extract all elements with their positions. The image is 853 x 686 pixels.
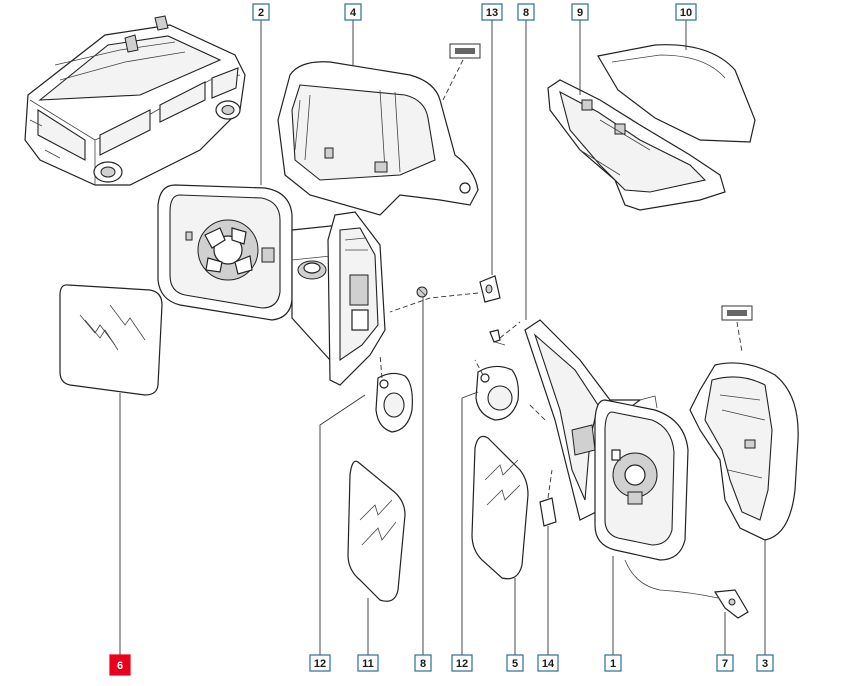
- mirror-head-part-1: [594, 395, 749, 619]
- callout-9[interactable]: 9: [571, 3, 589, 21]
- clip-marker-icon: [449, 43, 481, 59]
- svg-text:8: 8: [420, 658, 426, 670]
- callout-11[interactable]: 11: [357, 654, 379, 672]
- callout-7[interactable]: 7: [716, 654, 734, 672]
- screw-part-8-top: [489, 329, 506, 346]
- van-icon: [24, 15, 246, 186]
- washer-part-14: [539, 497, 557, 527]
- callout-1[interactable]: 1: [604, 654, 622, 672]
- svg-text:2: 2: [258, 7, 264, 19]
- callout-12-right[interactable]: 12: [451, 654, 473, 672]
- callout-8-bottom[interactable]: 8: [414, 654, 432, 672]
- svg-text:4: 4: [350, 7, 357, 19]
- svg-text:3: 3: [762, 658, 768, 670]
- svg-text:12: 12: [456, 658, 468, 670]
- callout-2[interactable]: 2: [252, 3, 270, 21]
- gasket-part-12-right: [475, 365, 519, 421]
- callout-8-top[interactable]: 8: [517, 3, 535, 21]
- callout-6[interactable]: 6: [109, 654, 131, 676]
- callout-13[interactable]: 13: [481, 3, 503, 21]
- clip-marker-icon: [721, 305, 753, 321]
- svg-text:12: 12: [314, 658, 326, 670]
- svg-text:10: 10: [680, 7, 692, 19]
- callout-12-left[interactable]: 12: [309, 654, 331, 672]
- svg-text:1: 1: [610, 658, 616, 670]
- mirror-cover-part-10: [597, 44, 756, 143]
- svg-text:13: 13: [486, 7, 498, 19]
- mirror-cover-part-3: [689, 362, 799, 541]
- washer-part-13: [479, 275, 501, 303]
- mirror-arm-bracket: [524, 319, 642, 521]
- mirror-base-part-9: [547, 79, 726, 211]
- gasket-part-12-left: [375, 372, 413, 433]
- svg-text:8: 8: [523, 7, 529, 19]
- mirror-bracket-assembly: [297, 211, 386, 386]
- svg-text:14: 14: [542, 658, 555, 670]
- mirror-glass-part-6: [59, 284, 163, 396]
- svg-text:6: 6: [117, 660, 123, 672]
- callout-4[interactable]: 4: [344, 3, 362, 21]
- svg-text:5: 5: [512, 658, 518, 670]
- callout-10[interactable]: 10: [675, 3, 697, 21]
- screw-part-8-left: [416, 286, 428, 298]
- svg-text:7: 7: [722, 658, 728, 670]
- glass-part-5: [471, 435, 529, 580]
- callout-3[interactable]: 3: [756, 654, 774, 672]
- svg-text:11: 11: [362, 658, 374, 670]
- callout-14[interactable]: 14: [537, 654, 559, 672]
- svg-text:9: 9: [577, 7, 583, 19]
- mirror-cover-part-4: [277, 61, 479, 216]
- glass-part-11: [347, 460, 406, 602]
- callout-5[interactable]: 5: [506, 654, 524, 672]
